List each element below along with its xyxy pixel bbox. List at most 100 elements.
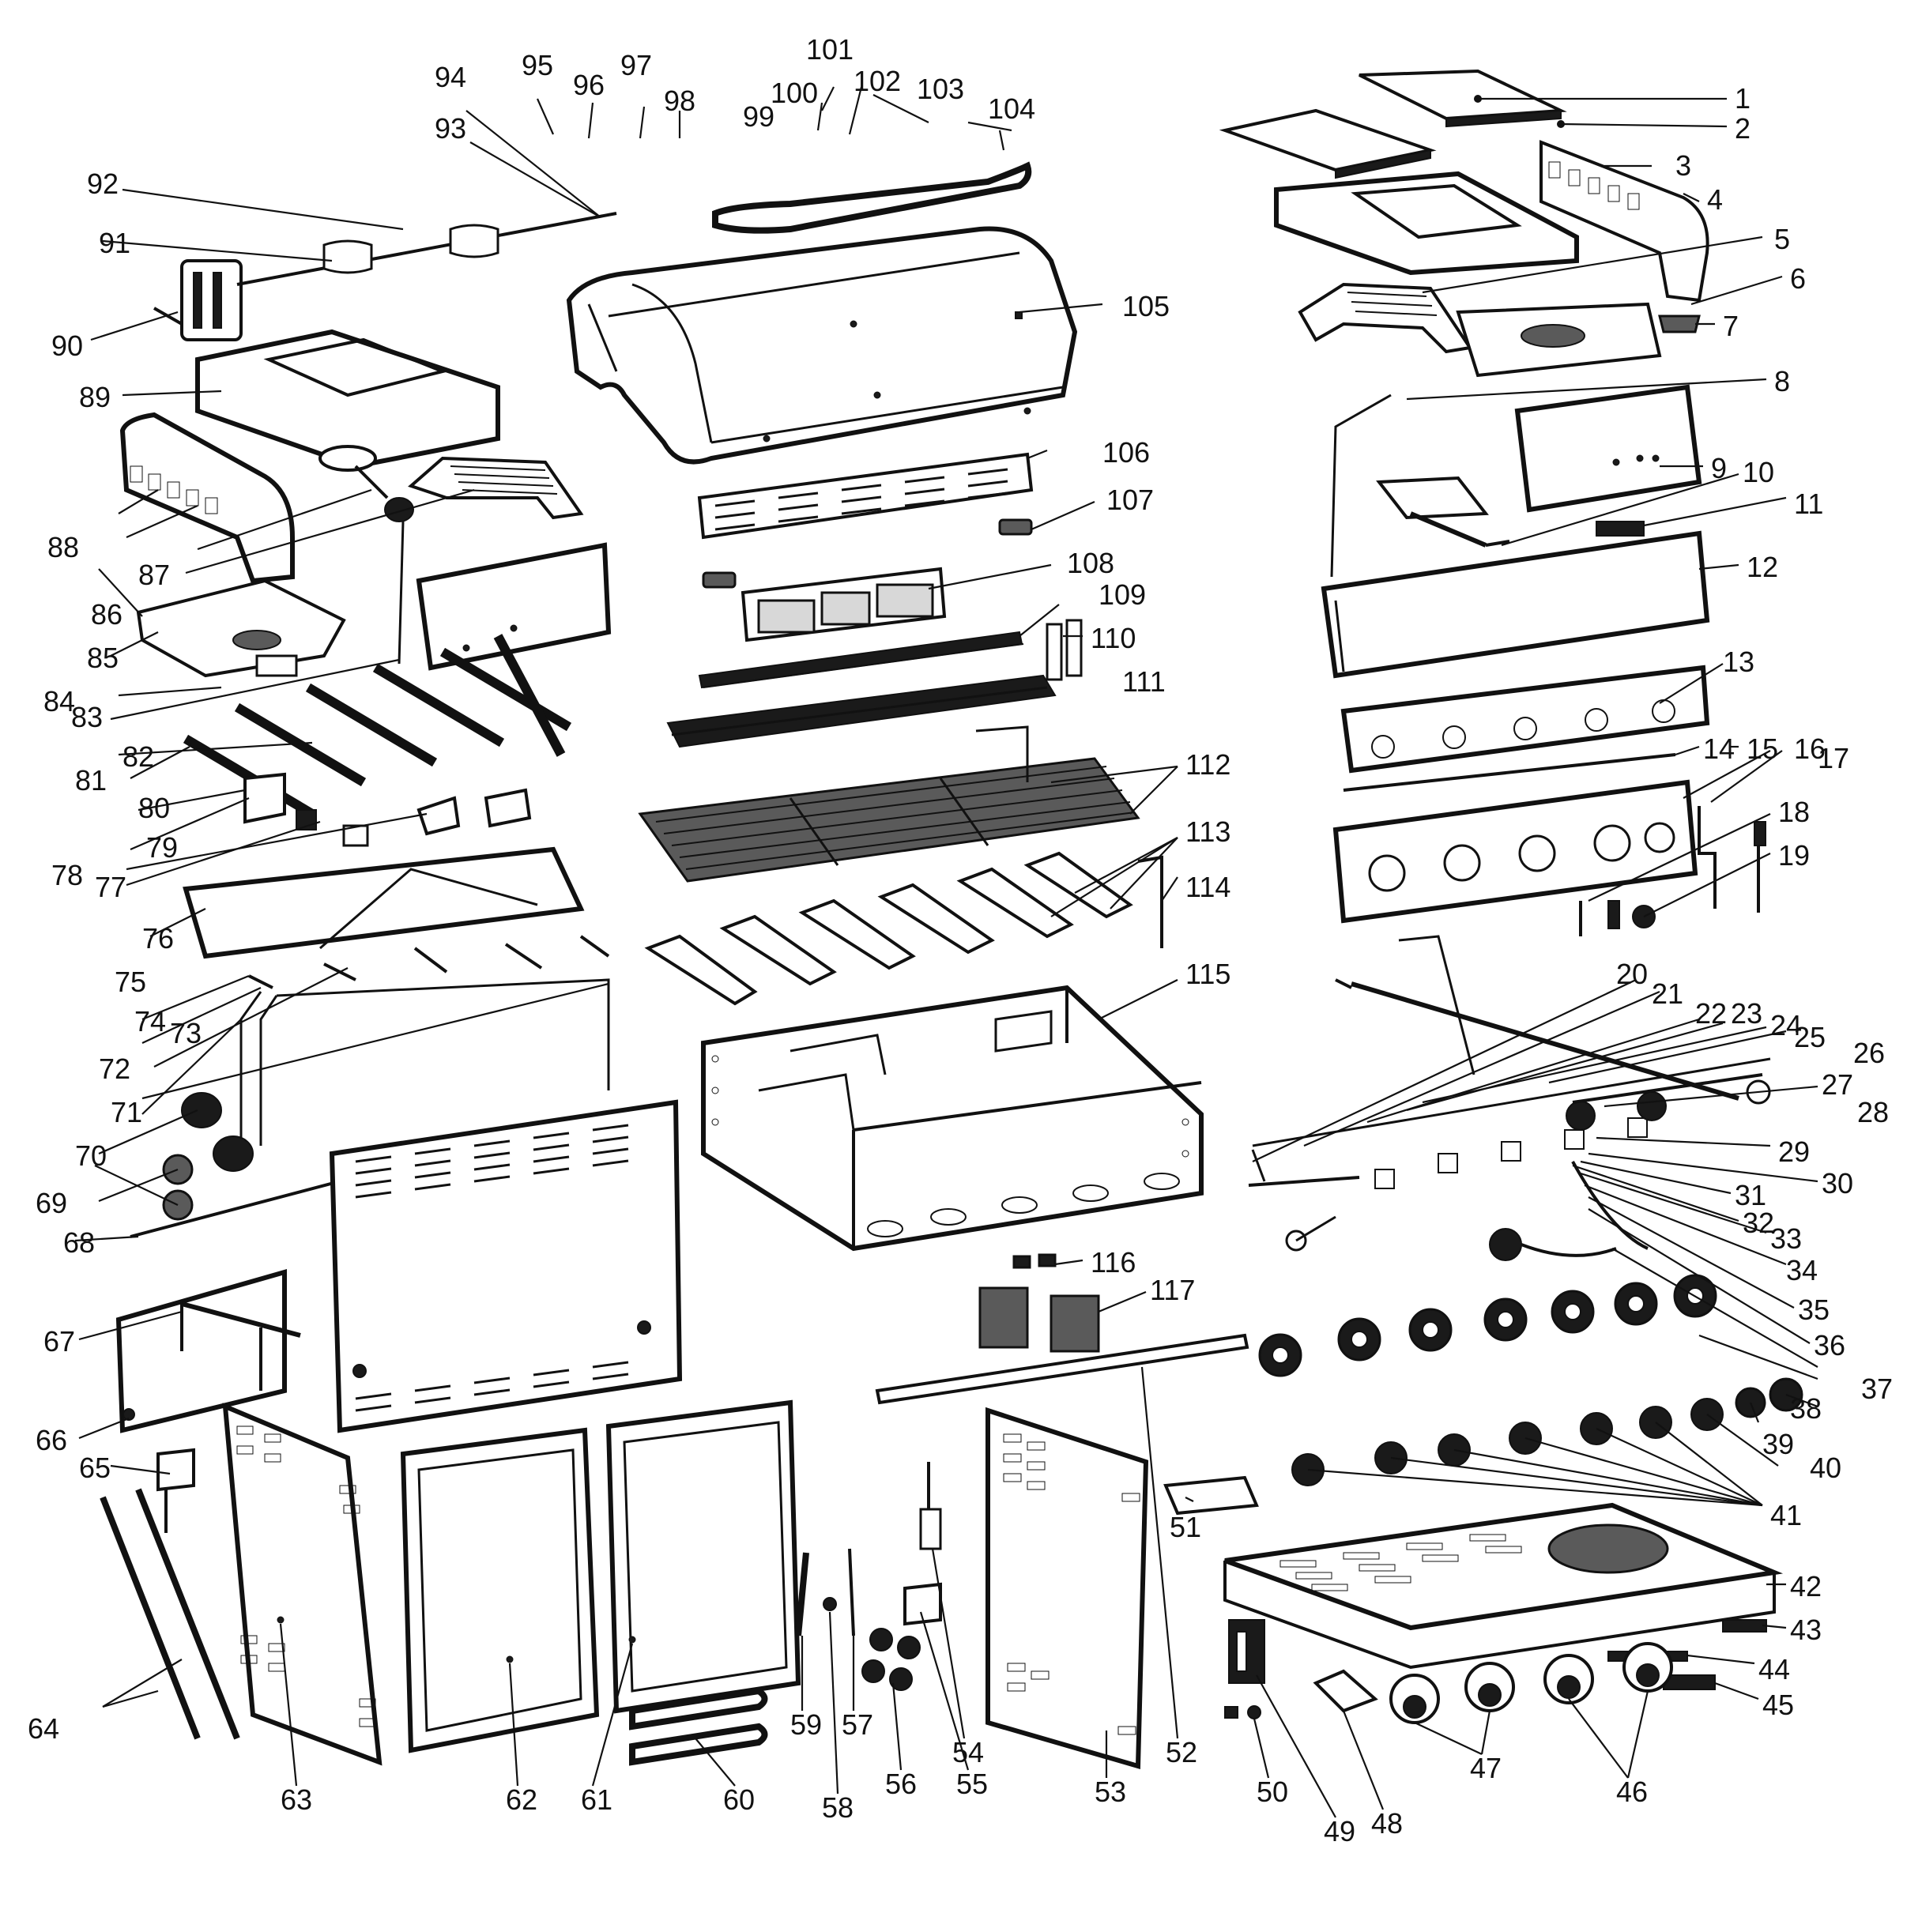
control-panel-lower xyxy=(1332,779,1698,924)
callout-79: 79 xyxy=(146,831,178,864)
callout-2: 2 xyxy=(1735,112,1751,145)
cabinet-left-panel xyxy=(222,1403,383,1766)
callout-32: 32 xyxy=(1743,1207,1774,1239)
leader-lines xyxy=(74,86,1857,1818)
callout-23: 23 xyxy=(1731,997,1762,1030)
callout-45: 45 xyxy=(1762,1689,1794,1721)
main-burners xyxy=(183,634,572,819)
small-bracket-left xyxy=(702,571,737,589)
electrode-wires xyxy=(239,935,610,1146)
callout-92: 92 xyxy=(87,168,119,200)
callout-57: 57 xyxy=(842,1708,873,1741)
callout-13: 13 xyxy=(1723,646,1754,678)
callout-4: 4 xyxy=(1707,183,1723,216)
callout-111: 111 xyxy=(1122,665,1166,698)
callout-116: 116 xyxy=(1091,1246,1136,1279)
right-back-panel xyxy=(1514,384,1702,513)
bracket-43 xyxy=(1722,1619,1767,1633)
callout-36: 36 xyxy=(1814,1329,1845,1361)
callout-38: 38 xyxy=(1790,1392,1822,1425)
control-panel xyxy=(1340,665,1710,774)
callout-28: 28 xyxy=(1857,1096,1889,1128)
callout-66: 66 xyxy=(36,1424,67,1456)
callout-96: 96 xyxy=(573,69,605,101)
cabinet-door-right xyxy=(605,1399,801,1714)
callout-labels: 1 2 3 4 5 6 7 8 9 10 11 12 13 14 15 16 1… xyxy=(28,33,1893,1847)
bracket-45 xyxy=(1663,1674,1716,1690)
callout-15: 15 xyxy=(1747,733,1778,765)
callout-22: 22 xyxy=(1695,997,1727,1030)
callout-71: 71 xyxy=(111,1096,142,1128)
ignitor-wire-right xyxy=(1330,394,1392,578)
callout-68: 68 xyxy=(63,1226,95,1259)
rack-brackets xyxy=(1046,619,1083,681)
gas-manifold xyxy=(1248,935,1771,1252)
callout-99: 99 xyxy=(743,100,774,133)
callout-64: 64 xyxy=(28,1712,59,1745)
cart-bolt xyxy=(122,1408,135,1421)
callout-72: 72 xyxy=(99,1053,130,1085)
callout-95: 95 xyxy=(522,49,553,81)
callout-77: 77 xyxy=(95,871,126,903)
callout-108: 108 xyxy=(1067,547,1114,579)
door-hardware xyxy=(795,1462,942,1691)
control-valves xyxy=(162,1092,254,1221)
callout-40: 40 xyxy=(1810,1452,1841,1484)
callout-69: 69 xyxy=(36,1187,67,1219)
side-burner-valve xyxy=(1376,476,1645,548)
callout-78: 78 xyxy=(51,859,83,891)
callout-115: 115 xyxy=(1185,958,1230,990)
callout-105: 105 xyxy=(1122,290,1170,322)
right-side-burner xyxy=(1298,282,1701,378)
igniter-modules xyxy=(978,1286,1100,1353)
callout-76: 76 xyxy=(142,922,174,955)
callout-58: 58 xyxy=(822,1791,854,1824)
callout-81: 81 xyxy=(75,764,107,797)
callout-85: 85 xyxy=(87,642,119,674)
cart-bottom-shelf xyxy=(1223,1502,1784,1670)
grease-tray xyxy=(1163,1475,1259,1516)
side-bracket xyxy=(1137,855,1163,948)
callout-102: 102 xyxy=(854,65,901,97)
hood-handle xyxy=(712,161,1032,234)
callout-60: 60 xyxy=(723,1783,755,1816)
callout-3: 3 xyxy=(1675,149,1691,182)
hood-lid xyxy=(566,226,1078,465)
shelf-covers xyxy=(1219,69,1567,179)
callout-73: 73 xyxy=(170,1017,202,1049)
right-side-frame xyxy=(1274,140,1709,303)
smoker-box xyxy=(741,567,947,642)
callout-16: 16 xyxy=(1794,733,1826,765)
callout-112: 112 xyxy=(1185,748,1230,781)
callout-6: 6 xyxy=(1790,262,1806,295)
grease-drip-tray xyxy=(183,846,585,959)
callout-55: 55 xyxy=(956,1768,988,1800)
callout-113: 113 xyxy=(1185,815,1230,848)
callout-10: 10 xyxy=(1743,456,1774,488)
callout-43: 43 xyxy=(1790,1614,1822,1646)
rear-heat-shield xyxy=(697,452,1034,540)
rotisserie-spit xyxy=(236,212,617,286)
side-back-panel xyxy=(398,521,612,671)
callout-51: 51 xyxy=(1170,1511,1201,1543)
small-bolts xyxy=(1224,1705,1261,1719)
callout-82: 82 xyxy=(122,740,154,773)
callout-54: 54 xyxy=(952,1736,984,1768)
control-panel-upper xyxy=(1321,530,1710,679)
callout-117: 117 xyxy=(1150,1274,1195,1306)
callout-49: 49 xyxy=(1324,1815,1355,1847)
support-rails xyxy=(100,1488,240,1740)
callout-39: 39 xyxy=(1762,1428,1794,1460)
callout-103: 103 xyxy=(917,73,964,105)
callout-61: 61 xyxy=(581,1783,612,1816)
cart-left-panel xyxy=(115,1269,301,1433)
callout-47: 47 xyxy=(1470,1752,1502,1784)
callout-84: 84 xyxy=(43,685,75,717)
callout-35: 35 xyxy=(1798,1294,1830,1326)
callout-24: 24 xyxy=(1770,1009,1802,1041)
burner-brackets xyxy=(243,772,532,847)
callout-9: 9 xyxy=(1711,452,1727,484)
callout-98: 98 xyxy=(664,85,695,117)
callout-27: 27 xyxy=(1822,1068,1853,1101)
